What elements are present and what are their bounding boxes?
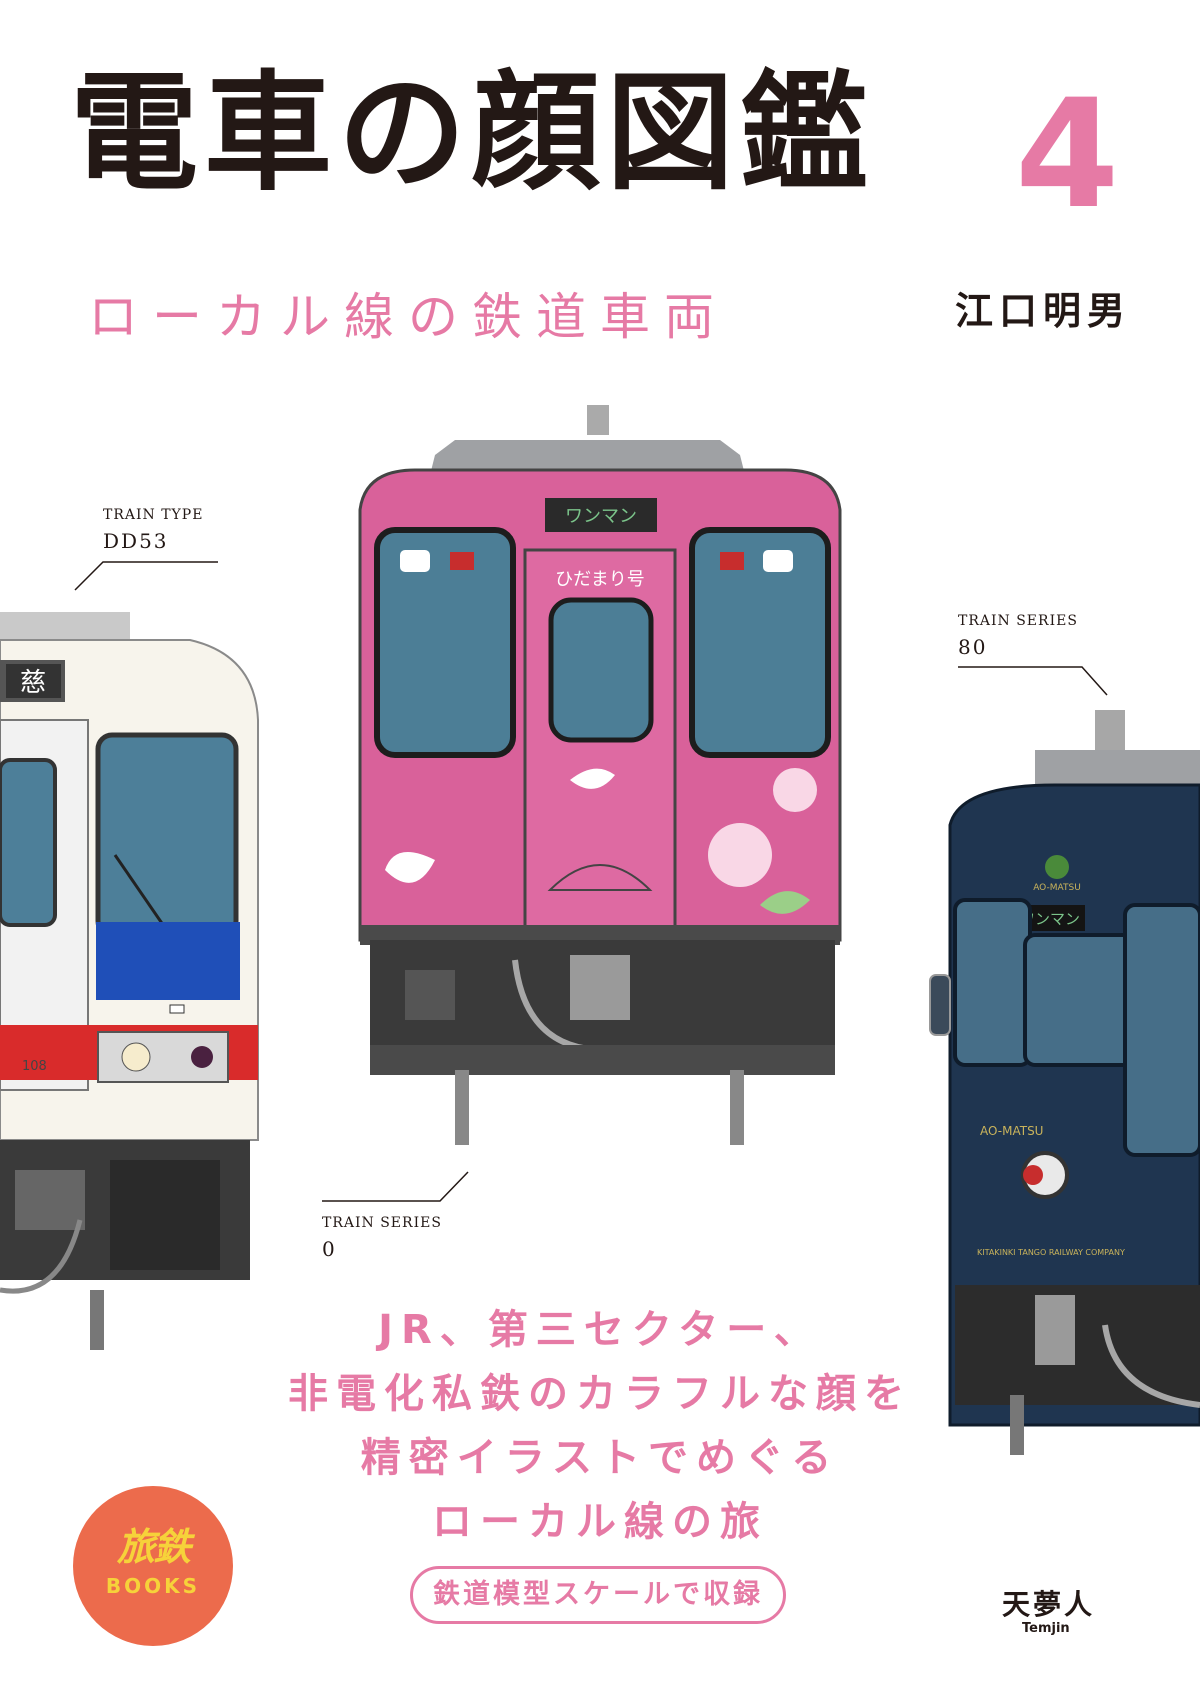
tagline-line-1: JR、第三セクター、 <box>378 1307 822 1353</box>
right-train-name: AO-MATSU <box>980 1124 1043 1138</box>
train-center-illustration: ワンマン ひだまり号 <box>358 405 842 1145</box>
leader-line-center <box>322 1171 469 1202</box>
leader-line-left <box>74 561 218 591</box>
tagline: JR、第三セクター、 非電化私鉄のカラフルな顔を 精密イラストでめぐる ローカル… <box>250 1298 950 1554</box>
left-destination: 慈 <box>20 668 46 698</box>
center-display: ワンマン <box>565 506 637 527</box>
label-center: TRAIN SERIES 0 <box>322 1215 442 1261</box>
logo-books: BOOKS <box>105 1574 201 1598</box>
label-right-value: 80 <box>958 635 988 659</box>
label-left-kind: TRAIN TYPE <box>103 507 204 523</box>
tagline-line-3: 精密イラストでめぐる <box>360 1435 840 1481</box>
label-left: TRAIN TYPE DD53 <box>103 507 203 553</box>
label-left-value: DD53 <box>103 529 169 553</box>
tabitetsu-books-logo: 旅鉄 BOOKS <box>73 1486 233 1646</box>
publisher-name-en: Temjin <box>1022 1621 1070 1636</box>
right-company: KITAKINKI TANGO RAILWAY COMPANY <box>977 1248 1125 1257</box>
scale-badge: 鉄道模型スケールで収録 <box>410 1566 786 1624</box>
logo-kana: 旅鉄 <box>116 1525 191 1569</box>
label-right-kind: TRAIN SERIES <box>958 613 1078 629</box>
center-nameplate: ひだまり号 <box>555 569 645 590</box>
publisher-name: 天夢人 <box>1002 1588 1096 1621</box>
label-right: TRAIN SERIES 80 <box>958 613 1078 659</box>
label-center-value: 0 <box>322 1237 337 1261</box>
book-subtitle: ローカル線の鉄道車両 <box>88 288 728 346</box>
label-center-kind: TRAIN SERIES <box>322 1215 442 1231</box>
train-left-illustration: 慈 108 <box>0 612 259 1350</box>
book-title: 電車の顔図鑑 <box>70 59 875 208</box>
right-display: ワンマン <box>1020 910 1080 928</box>
left-car-number: 108 <box>22 1059 47 1074</box>
volume-number: 4 <box>1015 68 1120 242</box>
leader-line-right <box>958 666 1108 696</box>
tagline-line-2: 非電化私鉄のカラフルな顔を <box>288 1371 912 1417</box>
tagline-line-4: ローカル線の旅 <box>432 1499 768 1545</box>
train-right-illustration: AO-MATSU ワンマン AO-MATSU KITAKINKI TANGO R… <box>929 710 1200 1455</box>
right-logo: AO-MATSU <box>1033 883 1081 893</box>
author-name: 江口明男 <box>955 289 1132 333</box>
